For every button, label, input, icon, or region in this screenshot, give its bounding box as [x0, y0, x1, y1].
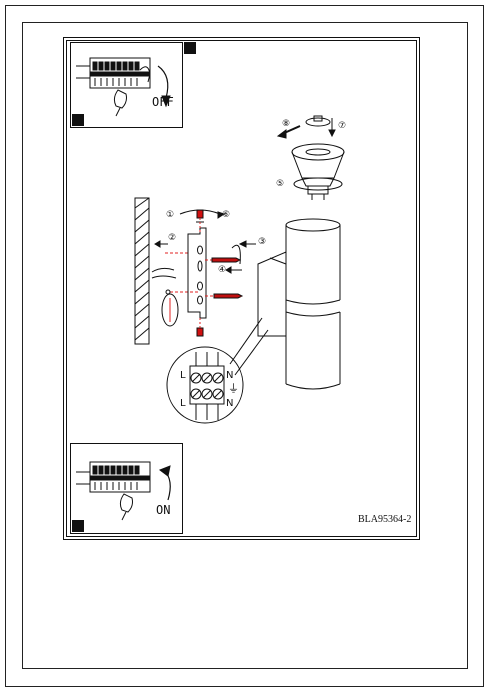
step-4-label: ④: [218, 265, 226, 275]
corner-marker: [184, 42, 196, 54]
off-label: OFF: [152, 95, 174, 109]
corner-marker: [72, 114, 84, 126]
page-border: [5, 5, 484, 687]
wall-section: [134, 197, 150, 345]
step-labels: ① ② ③ ④ ⑤ ⑥ ⑦ ⑧: [166, 119, 346, 275]
gu10-bulb: [276, 115, 345, 200]
ground-symbol: ⏚: [228, 382, 239, 395]
terminal-n-bottom: N: [226, 398, 233, 409]
document-code: BLA95364-2: [358, 514, 412, 525]
step-8-label: ⑧: [282, 119, 290, 129]
corner-marker: [72, 520, 84, 532]
screws: [205, 244, 244, 299]
breaker-off-panel: [70, 42, 183, 128]
step-3-label: ③: [258, 237, 266, 247]
wall-lamp: [257, 218, 341, 390]
terminal-labels: L N L N ⏚: [180, 370, 239, 409]
terminal-n-top: N: [226, 370, 233, 381]
inner-frame: [22, 22, 468, 669]
mounting-bracket: [187, 209, 207, 337]
rotate-arrows: [179, 209, 256, 248]
step-1-label: ①: [166, 210, 174, 220]
breaker-box-on: [76, 461, 171, 521]
on-label: ON: [156, 503, 171, 517]
step-5-label: ⑤: [276, 179, 284, 189]
step-7-label: ⑦: [338, 121, 346, 131]
instruction-sheet-inner: [66, 40, 417, 537]
breaker-on-panel: [70, 443, 183, 534]
step-2-label: ②: [168, 233, 176, 243]
breaker-box-off: [76, 57, 171, 117]
terminal-l-bottom: L: [180, 398, 186, 409]
step-6-label: ⑥: [222, 210, 230, 220]
instruction-sheet: [63, 37, 420, 540]
wall-plugs: [151, 240, 200, 327]
terminal-detail: [166, 317, 269, 424]
terminal-l-top: L: [180, 370, 186, 381]
